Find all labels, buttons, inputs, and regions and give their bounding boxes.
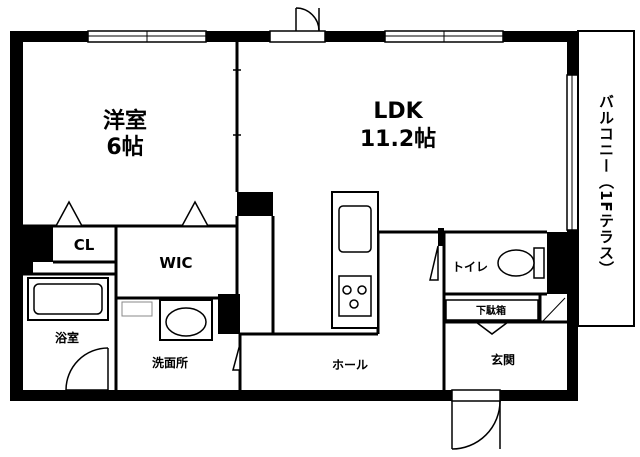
interior-walls bbox=[23, 42, 567, 390]
ldk-size: 11.2帖 bbox=[360, 127, 436, 152]
balcony-label: バルコニー（1Fテラス） bbox=[597, 94, 615, 277]
washroom-label: 洗面所 bbox=[152, 355, 188, 370]
bathtub bbox=[27, 277, 109, 321]
top-windows bbox=[87, 30, 504, 43]
toilet-fixture bbox=[497, 247, 545, 279]
entrance-door bbox=[451, 389, 501, 450]
walls bbox=[10, 31, 578, 401]
ldk-name: LDK bbox=[373, 99, 423, 124]
closet-doors bbox=[54, 200, 439, 371]
sink bbox=[338, 205, 372, 253]
stove bbox=[338, 275, 372, 317]
partition-marks bbox=[233, 69, 241, 136]
shoe-box bbox=[445, 297, 566, 335]
wic-label: WIC bbox=[159, 254, 192, 272]
hall-label: ホール bbox=[332, 358, 368, 372]
western-room-size: 6帖 bbox=[106, 135, 143, 160]
washbasin bbox=[121, 299, 213, 341]
toilet-label: トイレ bbox=[452, 260, 488, 274]
western-room-name: 洋室 bbox=[103, 108, 147, 134]
top-door bbox=[295, 7, 320, 32]
kitchen-counter bbox=[331, 191, 438, 329]
bath-door bbox=[65, 347, 109, 391]
bath-label: 浴室 bbox=[55, 330, 79, 345]
balcony-window bbox=[566, 74, 579, 231]
cl-label: CL bbox=[74, 236, 95, 254]
shoe-box-label: 下駄箱 bbox=[476, 304, 506, 317]
entrance-label: 玄関 bbox=[491, 352, 515, 367]
